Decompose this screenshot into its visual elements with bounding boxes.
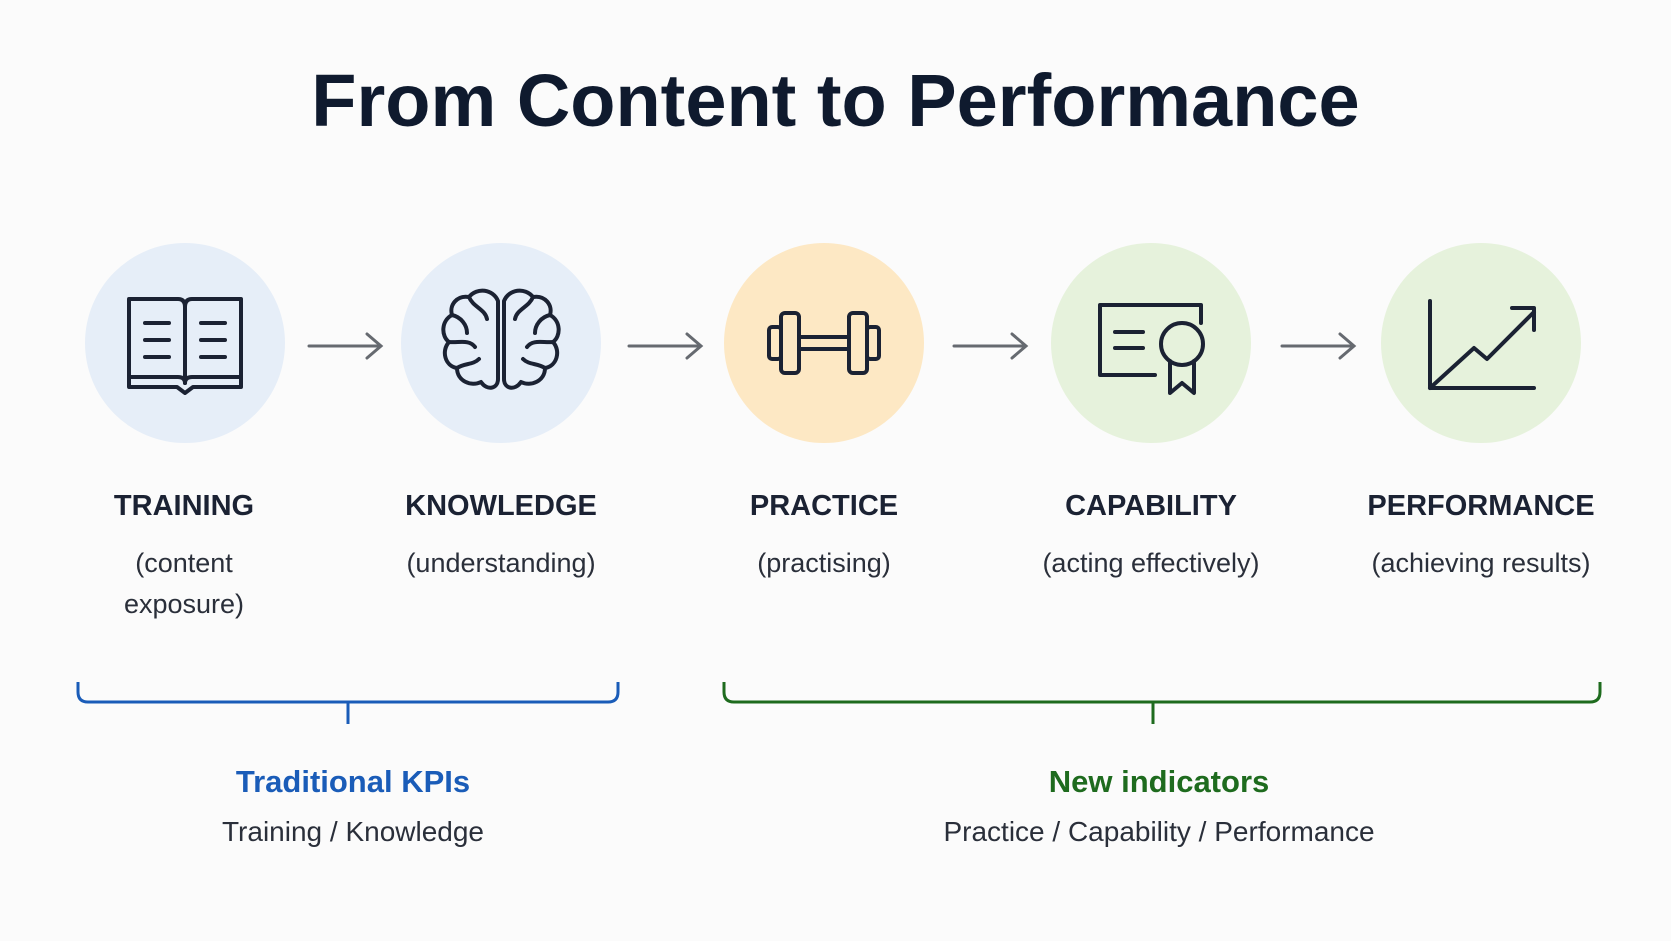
stage-sub-performance: (achieving results) xyxy=(1371,548,1591,578)
stage-label-knowledge: KNOWLEDGE xyxy=(405,490,597,522)
group-sub-new: Practice / Capability / Performance xyxy=(943,816,1375,847)
group-title-new: New indicators xyxy=(1048,764,1270,799)
stage-label-training: TRAINING xyxy=(113,490,255,522)
open-book-icon xyxy=(127,297,243,395)
stage-sub-knowledge: (understanding) xyxy=(406,548,596,578)
stage-label-capability: CAPABILITY xyxy=(1065,490,1237,522)
stage-circle-performance xyxy=(1381,243,1581,443)
stage-circle-capability xyxy=(1051,243,1251,443)
bracket-traditional xyxy=(76,682,620,724)
arrow-right-icon xyxy=(952,332,1029,360)
stage-sub-training: (content exposure) xyxy=(123,548,245,619)
arrow-right-icon xyxy=(627,332,704,360)
diagram-title: From Content to Performance xyxy=(311,59,1360,142)
stage-circle-training xyxy=(85,243,285,443)
brain-icon xyxy=(441,288,561,390)
stage-circle-practice xyxy=(724,243,924,443)
arrow-right-icon xyxy=(1280,332,1357,360)
group-sub-traditional: Training / Knowledge xyxy=(221,816,484,847)
growth-chart-icon xyxy=(1428,299,1536,390)
stage-sub-capability: (acting effectively) xyxy=(1042,548,1260,578)
bracket-new-indicators xyxy=(722,682,1602,724)
stage-label-performance: PERFORMANCE xyxy=(1367,490,1595,522)
stage-label-practice: PRACTICE xyxy=(749,490,899,522)
stage-sub-practice: (practising) xyxy=(757,548,891,578)
arrow-right-icon xyxy=(307,332,384,360)
certificate-icon xyxy=(1098,303,1205,395)
stage-circle-knowledge xyxy=(401,243,601,443)
group-title-traditional: Traditional KPIs xyxy=(235,764,471,799)
dumbbell-icon xyxy=(767,311,881,375)
